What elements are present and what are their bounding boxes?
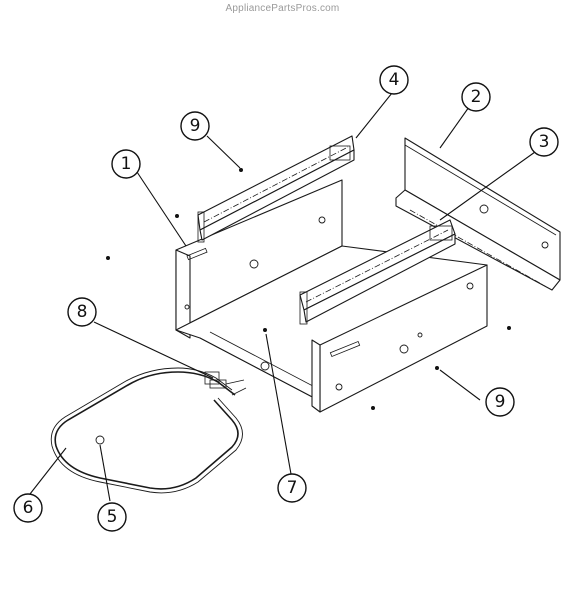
svg-text:5: 5: [107, 507, 118, 527]
svg-text:9: 9: [190, 116, 201, 136]
svg-text:8: 8: [77, 302, 88, 322]
part-terminal-bracket: [204, 371, 220, 385]
callout-5: 5: [97, 502, 127, 532]
callouts: 1 2 3 4 5 6 7 8: [13, 65, 559, 532]
svg-text:1: 1: [121, 154, 132, 174]
svg-text:4: 4: [389, 70, 400, 90]
part-right-slide-rail: [299, 219, 456, 325]
svg-text:3: 3: [539, 132, 550, 152]
svg-text:7: 7: [287, 478, 298, 498]
screw-dot-7: [263, 328, 267, 332]
loose-dot: [371, 406, 375, 410]
callout-1: 1: [111, 149, 141, 179]
loose-dot: [106, 256, 110, 260]
part-rear-panel: [395, 137, 561, 291]
screw-markers: [106, 168, 511, 410]
part-cabinet-body: [175, 179, 488, 413]
watermark-text: AppliancePartsPros.com: [225, 3, 340, 14]
svg-text:6: 6: [23, 498, 34, 518]
part-heating-element: [50, 367, 247, 494]
svg-text:2: 2: [471, 87, 482, 107]
part-left-slide-rail: [197, 135, 355, 243]
callout-9b: 9: [485, 387, 515, 417]
callout-3: 3: [529, 127, 559, 157]
callout-6: 6: [13, 493, 43, 523]
part-element-clip: [95, 435, 105, 445]
screw-dot-9a: [239, 168, 243, 172]
loose-dot: [507, 326, 511, 330]
callout-8: 8: [67, 297, 97, 327]
callout-7: 7: [277, 473, 307, 503]
svg-text:9: 9: [495, 392, 506, 412]
screw-dot-9b: [435, 366, 439, 370]
loose-dot: [175, 214, 179, 218]
leader-lines: [29, 92, 536, 502]
callout-9a: 9: [180, 111, 210, 141]
callout-2: 2: [461, 82, 491, 112]
callout-4: 4: [379, 65, 409, 95]
